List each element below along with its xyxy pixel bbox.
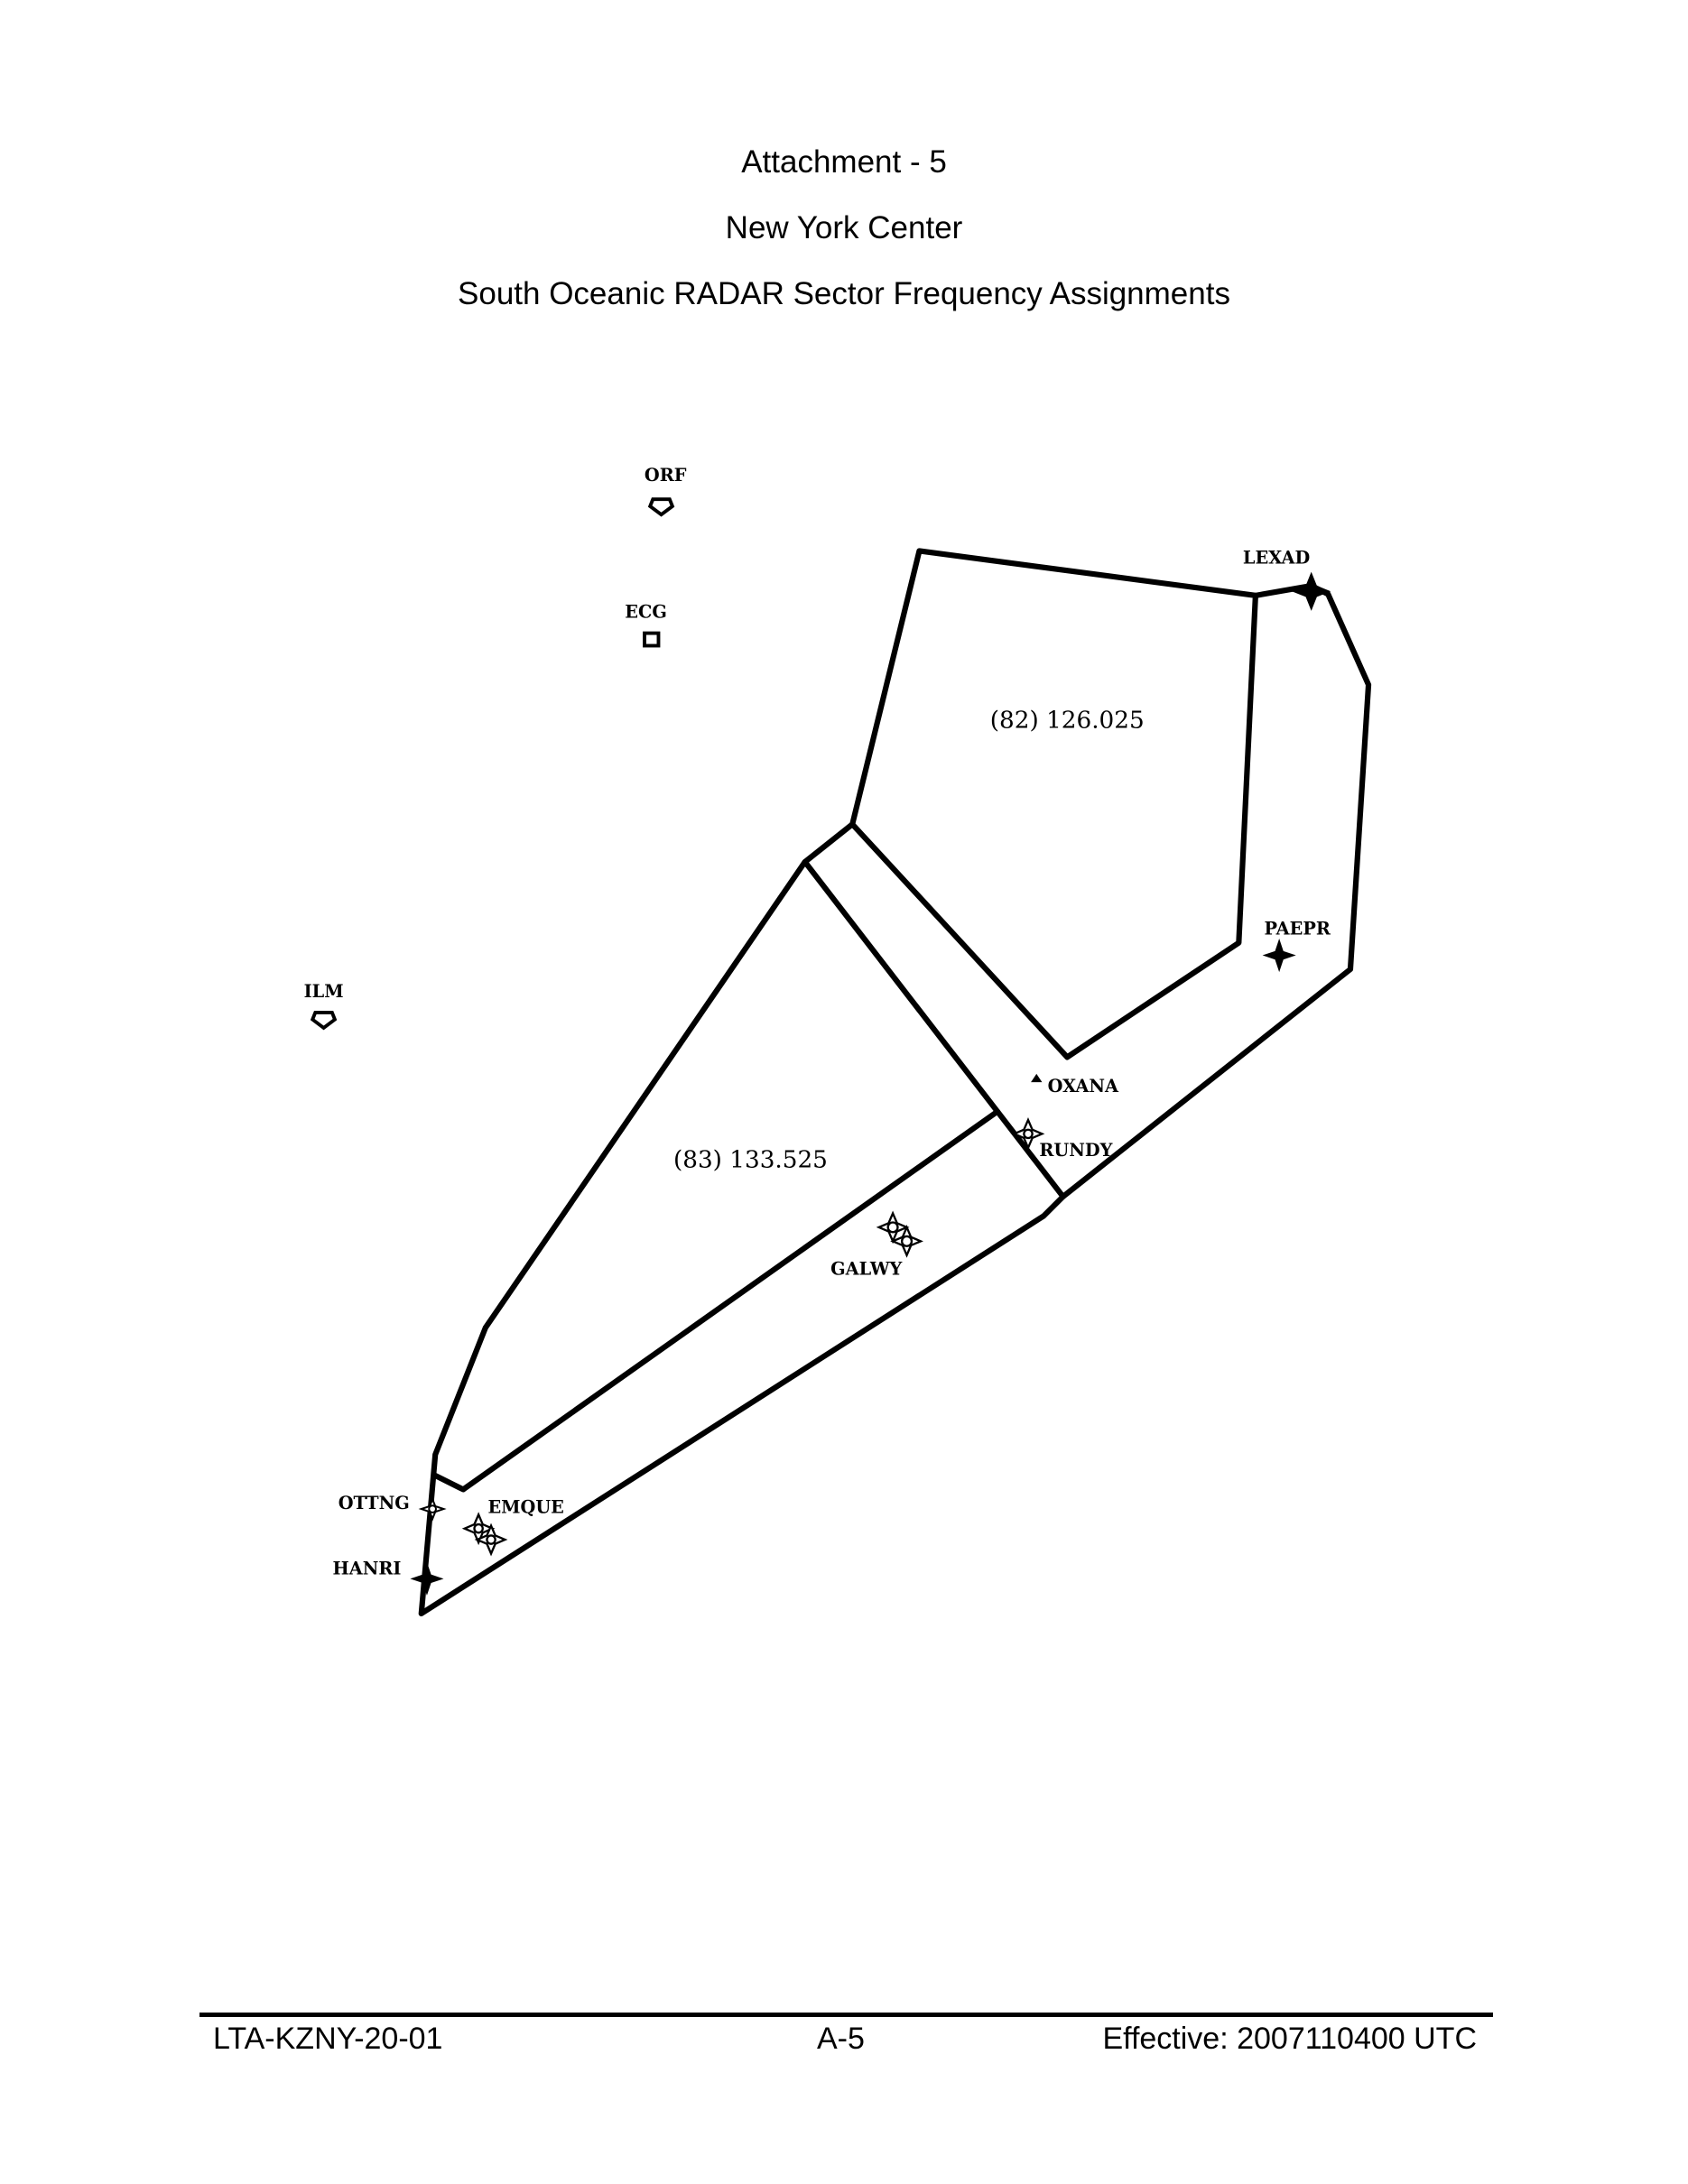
fix-rundy-label: RUNDY	[1039, 1140, 1112, 1161]
hollow-star-icon	[876, 1210, 923, 1258]
fix-lexad-label: LEXAD	[1243, 547, 1310, 568]
sector-82-boundary	[849, 548, 1258, 1060]
document-id: LTA-KZNY-20-01	[213, 2022, 443, 2056]
hollow-star-icon	[418, 1496, 447, 1522]
vor-icon	[310, 1010, 338, 1031]
filled-star-icon	[410, 1561, 444, 1596]
map-title: South Oceanic RADAR Sector Frequency Ass…	[458, 276, 1230, 311]
footer-divider	[199, 2013, 1493, 2017]
filled-star-icon	[1292, 571, 1331, 611]
ndb-icon	[643, 631, 661, 648]
fix-hanri-label: HANRI	[333, 1559, 402, 1579]
sector-83-label: (83) 133.525	[673, 1146, 828, 1173]
navaid-ilm-label: ILM	[304, 981, 344, 1002]
navaid-ecg-label: ECG	[625, 602, 667, 623]
hollow-star-icon	[461, 1512, 508, 1557]
effective-date: Effective: 2007110400 UTC	[1102, 2022, 1477, 2056]
triangle-icon	[1031, 1073, 1043, 1083]
outer-boundary	[418, 582, 1372, 1617]
fix-emque-label: EMQUE	[487, 1497, 563, 1518]
filled-star-icon	[1262, 939, 1296, 973]
center-title: New York Center	[725, 210, 963, 245]
hollow-star-icon	[1011, 1116, 1045, 1151]
sector-82-label: (82) 126.025	[990, 708, 1145, 735]
fix-galwy-label: GALWY	[830, 1258, 902, 1279]
vor-icon	[647, 497, 675, 517]
fix-paepr-label: PAEPR	[1265, 918, 1331, 939]
fix-oxana-label: OXANA	[1048, 1076, 1119, 1097]
attachment-title: Attachment - 5	[741, 144, 947, 180]
sector-83-boundary	[432, 1108, 1001, 1493]
fix-ottng-label: OTTNG	[339, 1493, 410, 1513]
navaid-orf-label: ORF	[645, 465, 687, 486]
page-number: A-5	[817, 2022, 865, 2056]
